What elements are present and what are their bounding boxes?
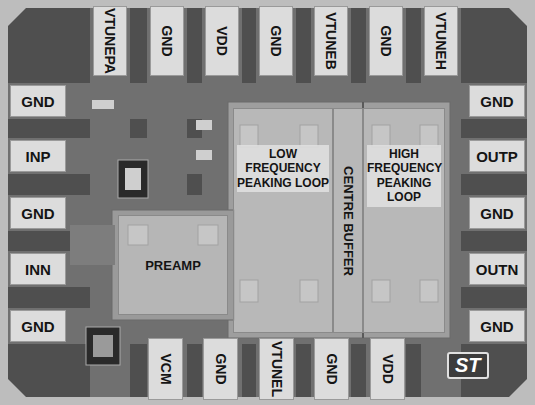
pin-name: GND [21,318,54,335]
bond-pad: GND [469,85,525,117]
pin-name: VTUNEPA [102,8,118,74]
circuit-block: LOW FREQUENCY PEAKING LOOP [233,108,333,333]
bond-pad: GND [469,310,525,342]
bond-pad: VDD [370,338,405,400]
pin-name: VDD [214,26,230,56]
pin-name: VTUNEB [323,12,339,70]
pin-name: VCM [158,353,174,384]
pin-name: GND [480,93,513,110]
pin-name: GND [480,205,513,222]
bond-pad: GND [150,6,184,76]
bond-pad: VDD [205,6,239,76]
pin-name: GND [21,205,54,222]
bond-pad: GND [314,338,349,400]
pin-name: OUTP [476,148,518,165]
bond-pad: VTUNEB [314,6,348,76]
block-label: PREAMP [145,258,201,273]
pin-name: GND [213,353,229,384]
bond-pad: GND [259,6,293,76]
bond-pad: OUTP [469,140,525,172]
pin-name: INN [25,261,51,278]
pin-name: VDD [380,354,396,384]
bond-pad: INN [10,253,66,285]
pin-name: GND [159,25,175,56]
bond-pad: INP [10,140,66,172]
bond-pad: GND [10,197,66,229]
pin-name: VTUNEH [433,12,449,70]
block-label: HIGH FREQUENCY PEAKING LOOP [367,145,441,207]
bond-pad: VTUNEL [259,338,294,400]
bond-pad: OUTN [469,253,525,285]
pin-name: GND [268,25,284,56]
bond-pad: GND [203,338,238,400]
bond-pad: GND [369,6,403,76]
pin-name: OUTN [476,261,519,278]
pin-name: VTUNEL [269,341,285,397]
bond-pad: VTUNEH [424,6,458,76]
bond-pad: VTUNEPA [93,6,127,76]
pin-name: GND [21,93,54,110]
bond-pad: VCM [148,338,183,400]
company-logo: ST [447,352,489,379]
circuit-block: CENTRE BUFFER [333,108,363,333]
block-label: LOW FREQUENCY PEAKING LOOP [237,145,329,192]
pin-name: GND [378,25,394,56]
bond-pad: GND [10,85,66,117]
pin-name: INP [25,148,50,165]
block-label: CENTRE BUFFER [341,166,356,276]
bond-pad: GND [469,197,525,229]
bond-pad: GND [10,310,66,342]
pin-name: GND [324,353,340,384]
circuit-block: PREAMP [118,215,228,315]
pin-name: GND [480,318,513,335]
circuit-block: HIGH FREQUENCY PEAKING LOOP [363,108,445,333]
